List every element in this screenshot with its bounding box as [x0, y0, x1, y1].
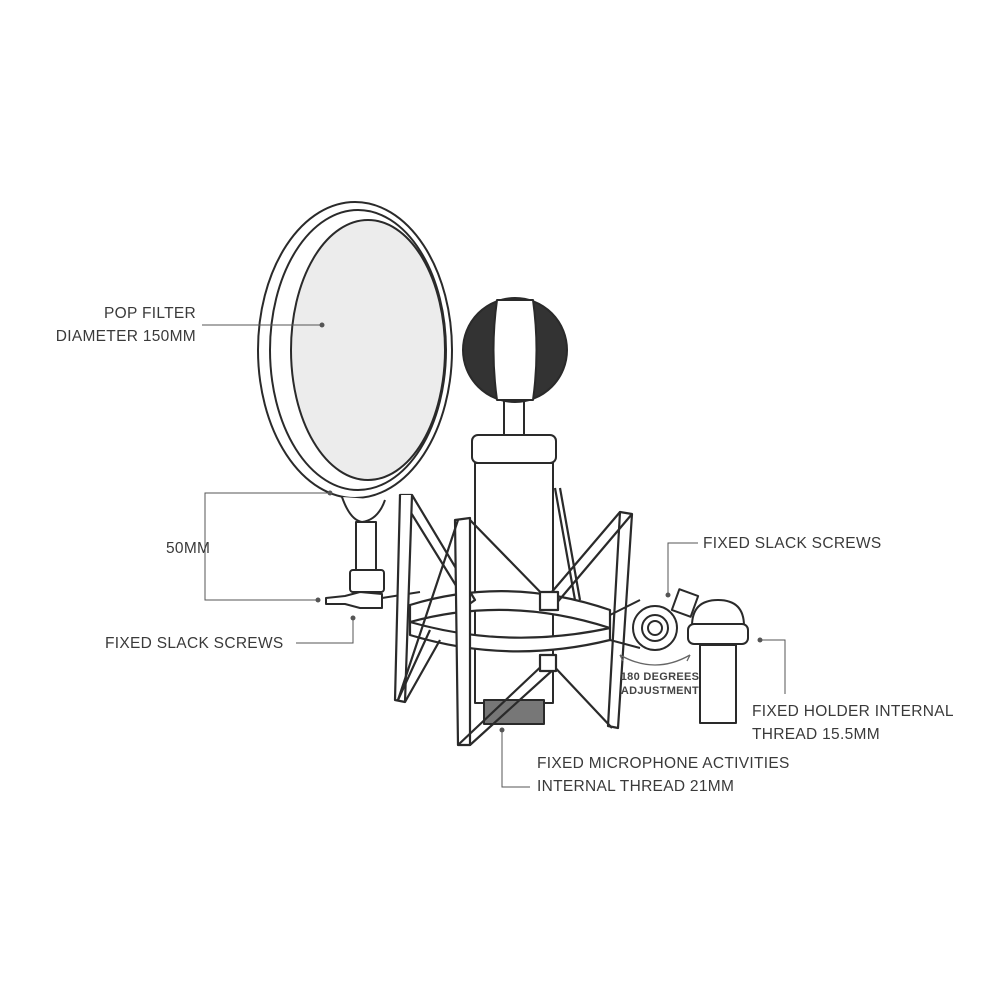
holder-thread: THREAD 15.5MM — [752, 726, 880, 743]
left-screws-label: FIXED SLACK SCREWS — [105, 635, 284, 652]
rotation-adjustment: ADJUSTMENT — [620, 685, 700, 697]
microphone — [462, 297, 568, 725]
holder-label: FIXED HOLDER INTERNAL THREAD 15.5MM — [752, 700, 954, 746]
pop-filter — [257, 201, 453, 609]
holder-title: FIXED HOLDER INTERNAL — [752, 703, 954, 720]
rotation-label: 180 DEGREES ADJUSTMENT — [620, 670, 700, 698]
holder-adapter — [609, 588, 749, 724]
mic-thread-title: FIXED MICROPHONE ACTIVITIES — [537, 755, 790, 772]
mic-thread-size: INTERNAL THREAD 21MM — [537, 778, 735, 795]
pop-filter-diameter: DIAMETER 150MM — [55, 328, 196, 345]
leader-lines — [202, 324, 786, 788]
mic-thread-label: FIXED MICROPHONE ACTIVITIES INTERNAL THR… — [537, 752, 790, 798]
distance-label: 50MM — [166, 540, 211, 557]
right-screws-label: FIXED SLACK SCREWS — [703, 535, 882, 552]
pop-filter-label: POP FILTER DIAMETER 150MM — [20, 302, 196, 348]
rotation-degrees: 180 DEGREES — [620, 671, 700, 683]
leader-dots — [315, 322, 763, 733]
pop-filter-title: POP FILTER — [103, 305, 196, 322]
